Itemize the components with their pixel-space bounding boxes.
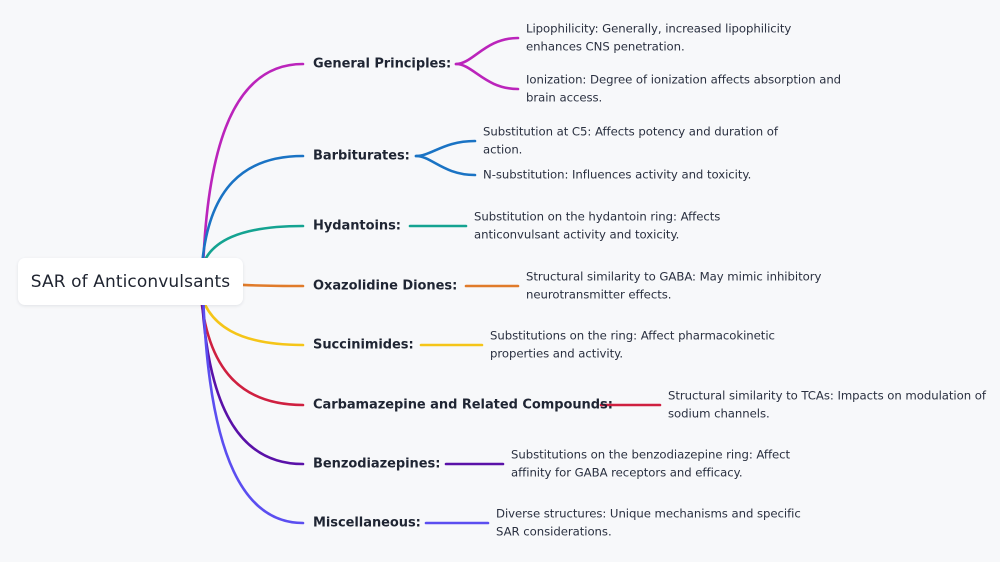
- leaf-edge-barbiturates-1: [414, 154, 477, 177]
- leaf-edge-barbiturates-0: [414, 139, 477, 158]
- branch-label-miscellaneous[interactable]: Miscellaneous:: [313, 515, 421, 531]
- branch-label-carbamazepine[interactable]: Carbamazepine and Related Compounds:: [313, 397, 613, 413]
- branch-edge-miscellaneous: [201, 297, 305, 525]
- leaf-text-general-principles-1[interactable]: Ionization: Degree of ionization affects…: [526, 72, 842, 105]
- leaf-text-oxazolidine-diones-0[interactable]: Structural similarity to GABA: May mimic…: [526, 269, 822, 302]
- branch-edge-barbiturates: [200, 154, 305, 270]
- leaf-text-carbamazepine-0[interactable]: Structural similarity to TCAs: Impacts o…: [668, 388, 986, 421]
- leaf-text-miscellaneous-0[interactable]: Diverse structures: Unique mechanisms an…: [496, 506, 801, 539]
- leaf-text-benzodiazepines-0[interactable]: Substitutions on the benzodiazepine ring…: [511, 447, 791, 480]
- branch-label-oxazolidine-diones[interactable]: Oxazolidine Diones:: [313, 278, 458, 294]
- branch-label-succinimides[interactable]: Succinimides:: [313, 337, 414, 353]
- branch-edge-general-principles: [201, 62, 305, 265]
- leaf-text-barbiturates-1[interactable]: N-substitution: Influences activity and …: [483, 167, 752, 182]
- root-node-label: SAR of Anticonvulsants: [30, 271, 231, 292]
- leaf-text-hydantoins-0[interactable]: Substitution on the hydantoin ring: Affe…: [474, 209, 721, 242]
- leaf-text-barbiturates-0[interactable]: Substitution at C5: Affects potency and …: [483, 124, 778, 157]
- branch-label-barbiturates[interactable]: Barbiturates:: [313, 148, 410, 164]
- leaf-text-general-principles-0[interactable]: Lipophilicity: Generally, increased lipo…: [526, 21, 792, 54]
- root-node[interactable]: SAR of Anticonvulsants: [18, 258, 243, 305]
- leaf-edge-general-principles-0: [454, 36, 520, 66]
- leaf-text-succinimides-0[interactable]: Substitutions on the ring: Affect pharma…: [490, 328, 775, 361]
- branch-label-benzodiazepines[interactable]: Benzodiazepines:: [313, 456, 441, 472]
- branch-label-general-principles[interactable]: General Principles:: [313, 56, 452, 72]
- leaf-edge-general-principles-1: [454, 62, 520, 91]
- branch-label-hydantoins[interactable]: Hydantoins:: [313, 218, 401, 234]
- branch-edge-benzodiazepines: [200, 292, 305, 466]
